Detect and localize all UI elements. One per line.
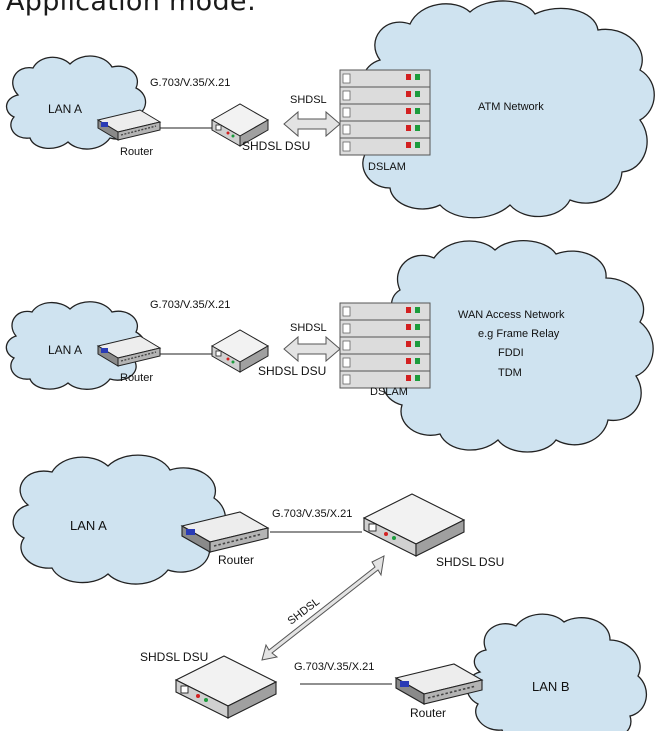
scenario-3: LAN A Router G.703/V.35/X.21 SHDSL DSU S…: [12, 454, 648, 731]
lan-a-label: LAN A: [70, 518, 107, 533]
router-label: Router: [120, 372, 153, 384]
serial-link-top-label: G.703/V.35/X.21: [272, 508, 352, 520]
router-b-label: Router: [410, 706, 446, 720]
serial-link-label: G.703/V.35/X.21: [150, 299, 230, 311]
atm-network-label: ATM Network: [478, 101, 544, 113]
dslam-label: DSLAM: [368, 161, 406, 173]
cloud-lan-a: [12, 454, 227, 585]
shdsl-dsu-label: SHDSL DSU: [242, 139, 310, 153]
shdsl-dsu-top-label: SHDSL DSU: [436, 555, 504, 569]
wan-line-4: TDM: [498, 367, 522, 379]
router-a-label: Router: [218, 553, 254, 567]
shdsl-arrow: [283, 335, 341, 363]
cloud-lan-b: [466, 613, 648, 731]
dslam-rack[interactable]: [339, 69, 431, 156]
shdsl-arrow: [283, 110, 341, 138]
scenario-1: LAN A Router G.703/V.35/X.21 SHDSL DSU S…: [5, 0, 655, 219]
router-b-device[interactable]: [395, 663, 483, 705]
lan-a-label: LAN A: [48, 343, 82, 357]
wan-access-network-labels: WAN Access Network e.g Frame Relay FDDI …: [458, 309, 565, 379]
shdsl-diagonal-arrow: [261, 555, 385, 661]
shdsl-dsu-label: SHDSL DSU: [258, 364, 326, 378]
dslam-label: DSLAM: [370, 386, 408, 398]
cloud-atm-network: [354, 0, 655, 219]
shdsl-label: SHDSL: [290, 322, 327, 334]
lan-b-label: LAN B: [532, 679, 570, 694]
scenario-2: LAN A Router G.703/V.35/X.21 SHDSL DSU S…: [5, 239, 654, 453]
serial-link-label: G.703/V.35/X.21: [150, 77, 230, 89]
page-title: Application mode:: [6, 0, 257, 17]
shdsl-dsu-bottom-label: SHDSL DSU: [140, 650, 208, 664]
wan-line-1: WAN Access Network: [458, 309, 565, 321]
wan-line-2: e.g Frame Relay: [478, 328, 560, 340]
dslam-rack[interactable]: [339, 302, 431, 389]
wan-line-3: FDDI: [498, 347, 524, 359]
lan-a-label: LAN A: [48, 102, 82, 116]
shdsl-dsu-bottom-device[interactable]: [175, 655, 277, 719]
router-label: Router: [120, 146, 153, 158]
shdsl-dsu-top-device[interactable]: [363, 493, 465, 557]
serial-link-bottom-label: G.703/V.35/X.21: [294, 661, 374, 673]
shdsl-label: SHDSL: [290, 94, 327, 106]
